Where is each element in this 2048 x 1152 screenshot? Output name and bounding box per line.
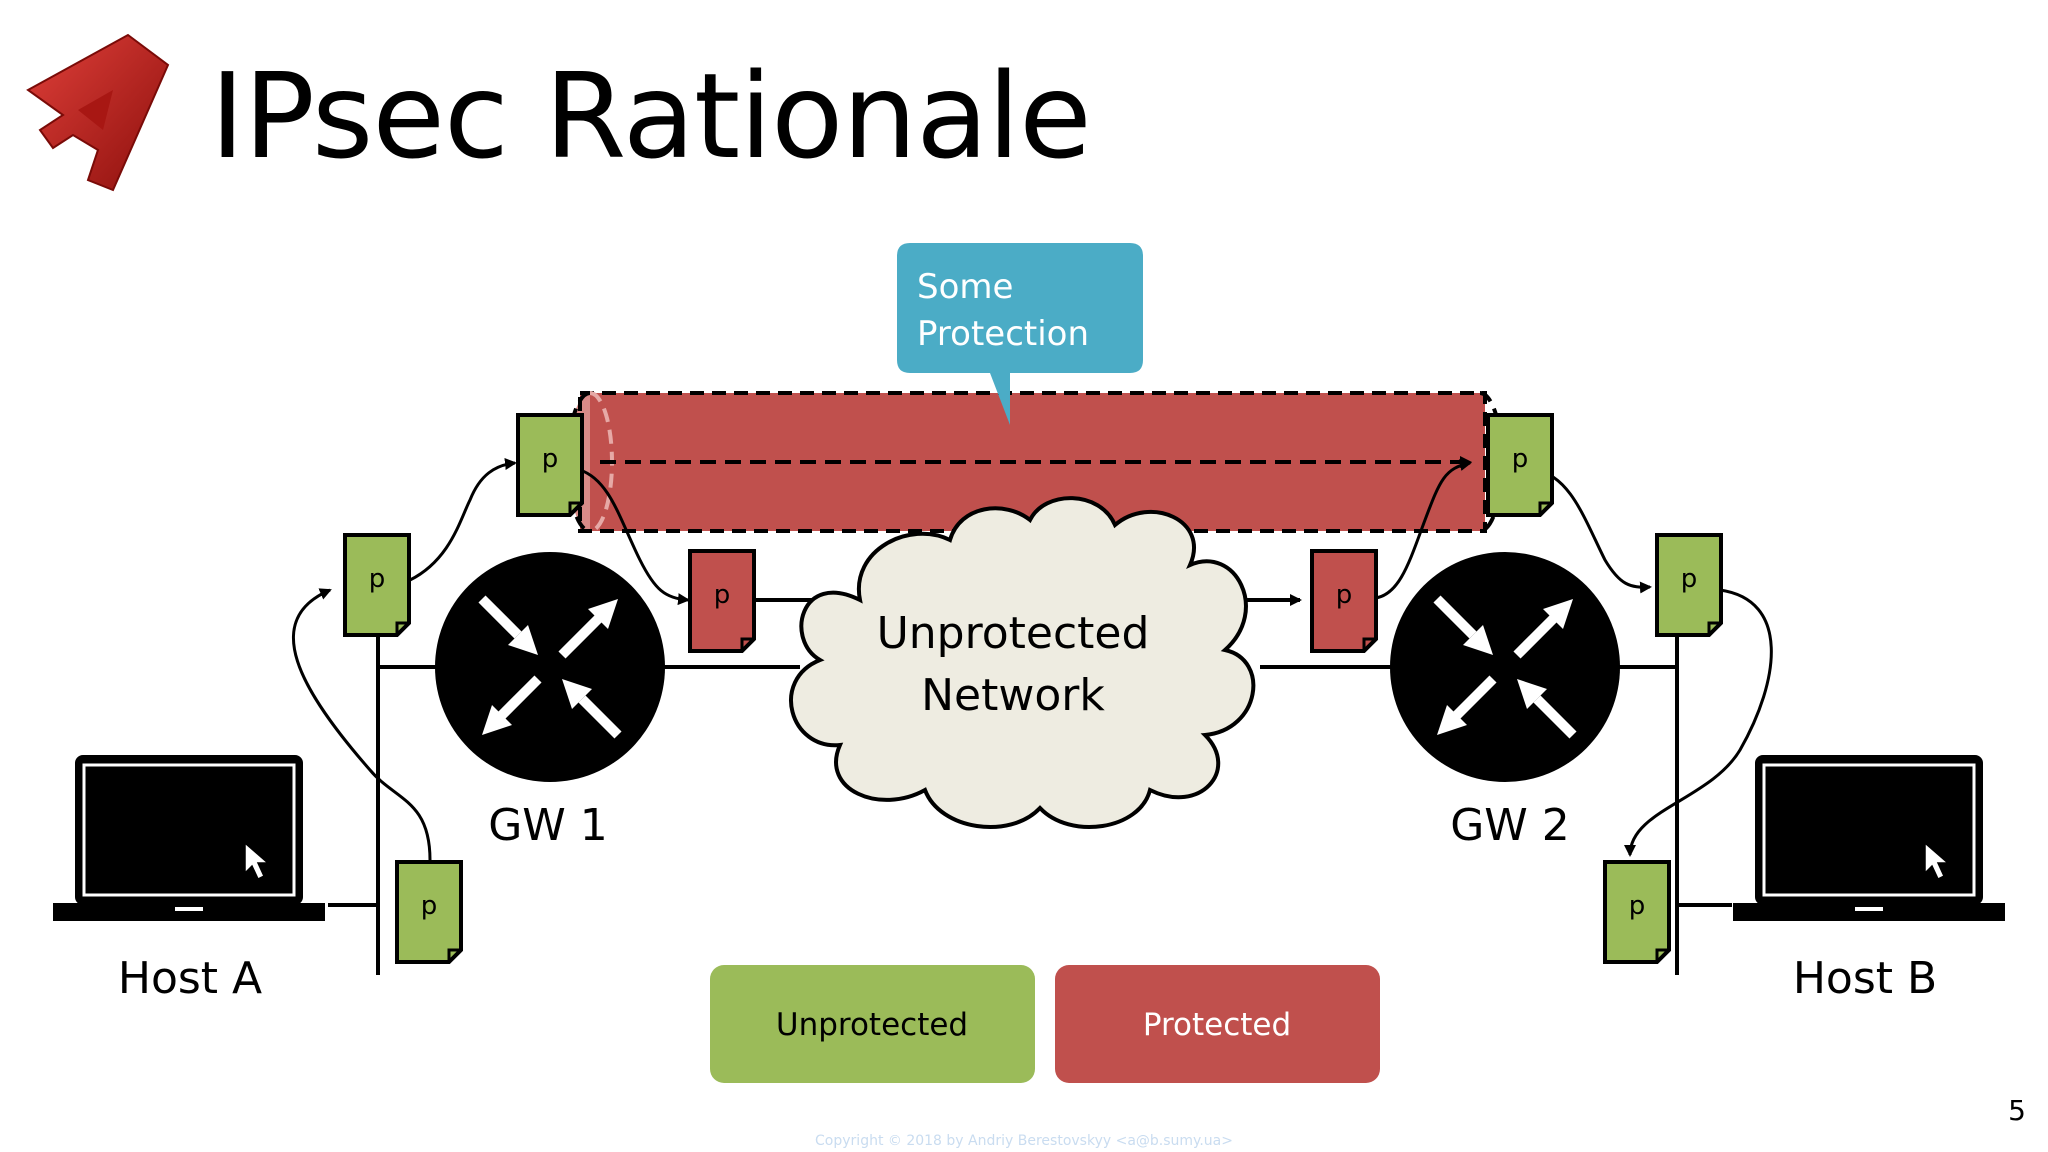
packet-flow-arrows	[291, 458, 1773, 861]
callout-line2: Protection	[917, 314, 1089, 354]
router-icon	[1390, 552, 1620, 782]
packet-label: p	[714, 580, 731, 610]
packet-icon: p	[1603, 860, 1671, 964]
slide-title: IPsec Rationale	[210, 47, 1092, 185]
packet-label: p	[542, 444, 559, 474]
legend-unprotected-label: Unprotected	[776, 1007, 968, 1043]
gateway-label-1: GW 1	[488, 800, 608, 851]
host-label-b: Host B	[1793, 953, 1937, 1004]
packet-label: p	[1512, 444, 1529, 474]
laptop-icon	[1733, 755, 2005, 921]
router-icon	[435, 552, 665, 782]
page-number: 5	[2008, 1094, 2026, 1127]
legend-protected-label: Protected	[1143, 1007, 1291, 1043]
packet-icon: p	[1655, 533, 1723, 637]
packet-icon: p	[395, 860, 463, 964]
packet-icon: p	[1310, 549, 1378, 653]
packet-label: p	[1336, 580, 1353, 610]
callout: Some Protection	[897, 243, 1143, 425]
gateway-label-2: GW 2	[1450, 800, 1570, 851]
tunnel-icon	[566, 391, 1504, 533]
packet-label: p	[421, 891, 438, 921]
cloud-line2: Network	[921, 670, 1105, 721]
cursor-icon	[244, 841, 271, 881]
packet-label: p	[1681, 564, 1698, 594]
packet-label: p	[369, 564, 386, 594]
laptop-icon	[53, 755, 325, 921]
network-wires	[328, 594, 1732, 975]
packet-icon: p	[516, 413, 584, 517]
host-label-a: Host A	[118, 953, 262, 1004]
packet-icon: p	[343, 533, 411, 637]
logo-icon	[26, 33, 170, 192]
callout-line1: Some	[917, 267, 1013, 307]
legend: Unprotected Protected	[710, 965, 1380, 1083]
packet-icon: p	[1486, 413, 1554, 517]
cloud-icon: Unprotected Network	[789, 496, 1256, 829]
copyright-footer: Copyright © 2018 by Andriy Berestovskyy …	[815, 1133, 1233, 1149]
packet-icon: p	[688, 549, 756, 653]
legend-protected-swatch	[1055, 965, 1380, 1083]
legend-unprotected-swatch	[710, 965, 1035, 1083]
cursor-icon	[1924, 841, 1951, 881]
packet-label: p	[1629, 891, 1646, 921]
cloud-line1: Unprotected	[877, 608, 1150, 659]
